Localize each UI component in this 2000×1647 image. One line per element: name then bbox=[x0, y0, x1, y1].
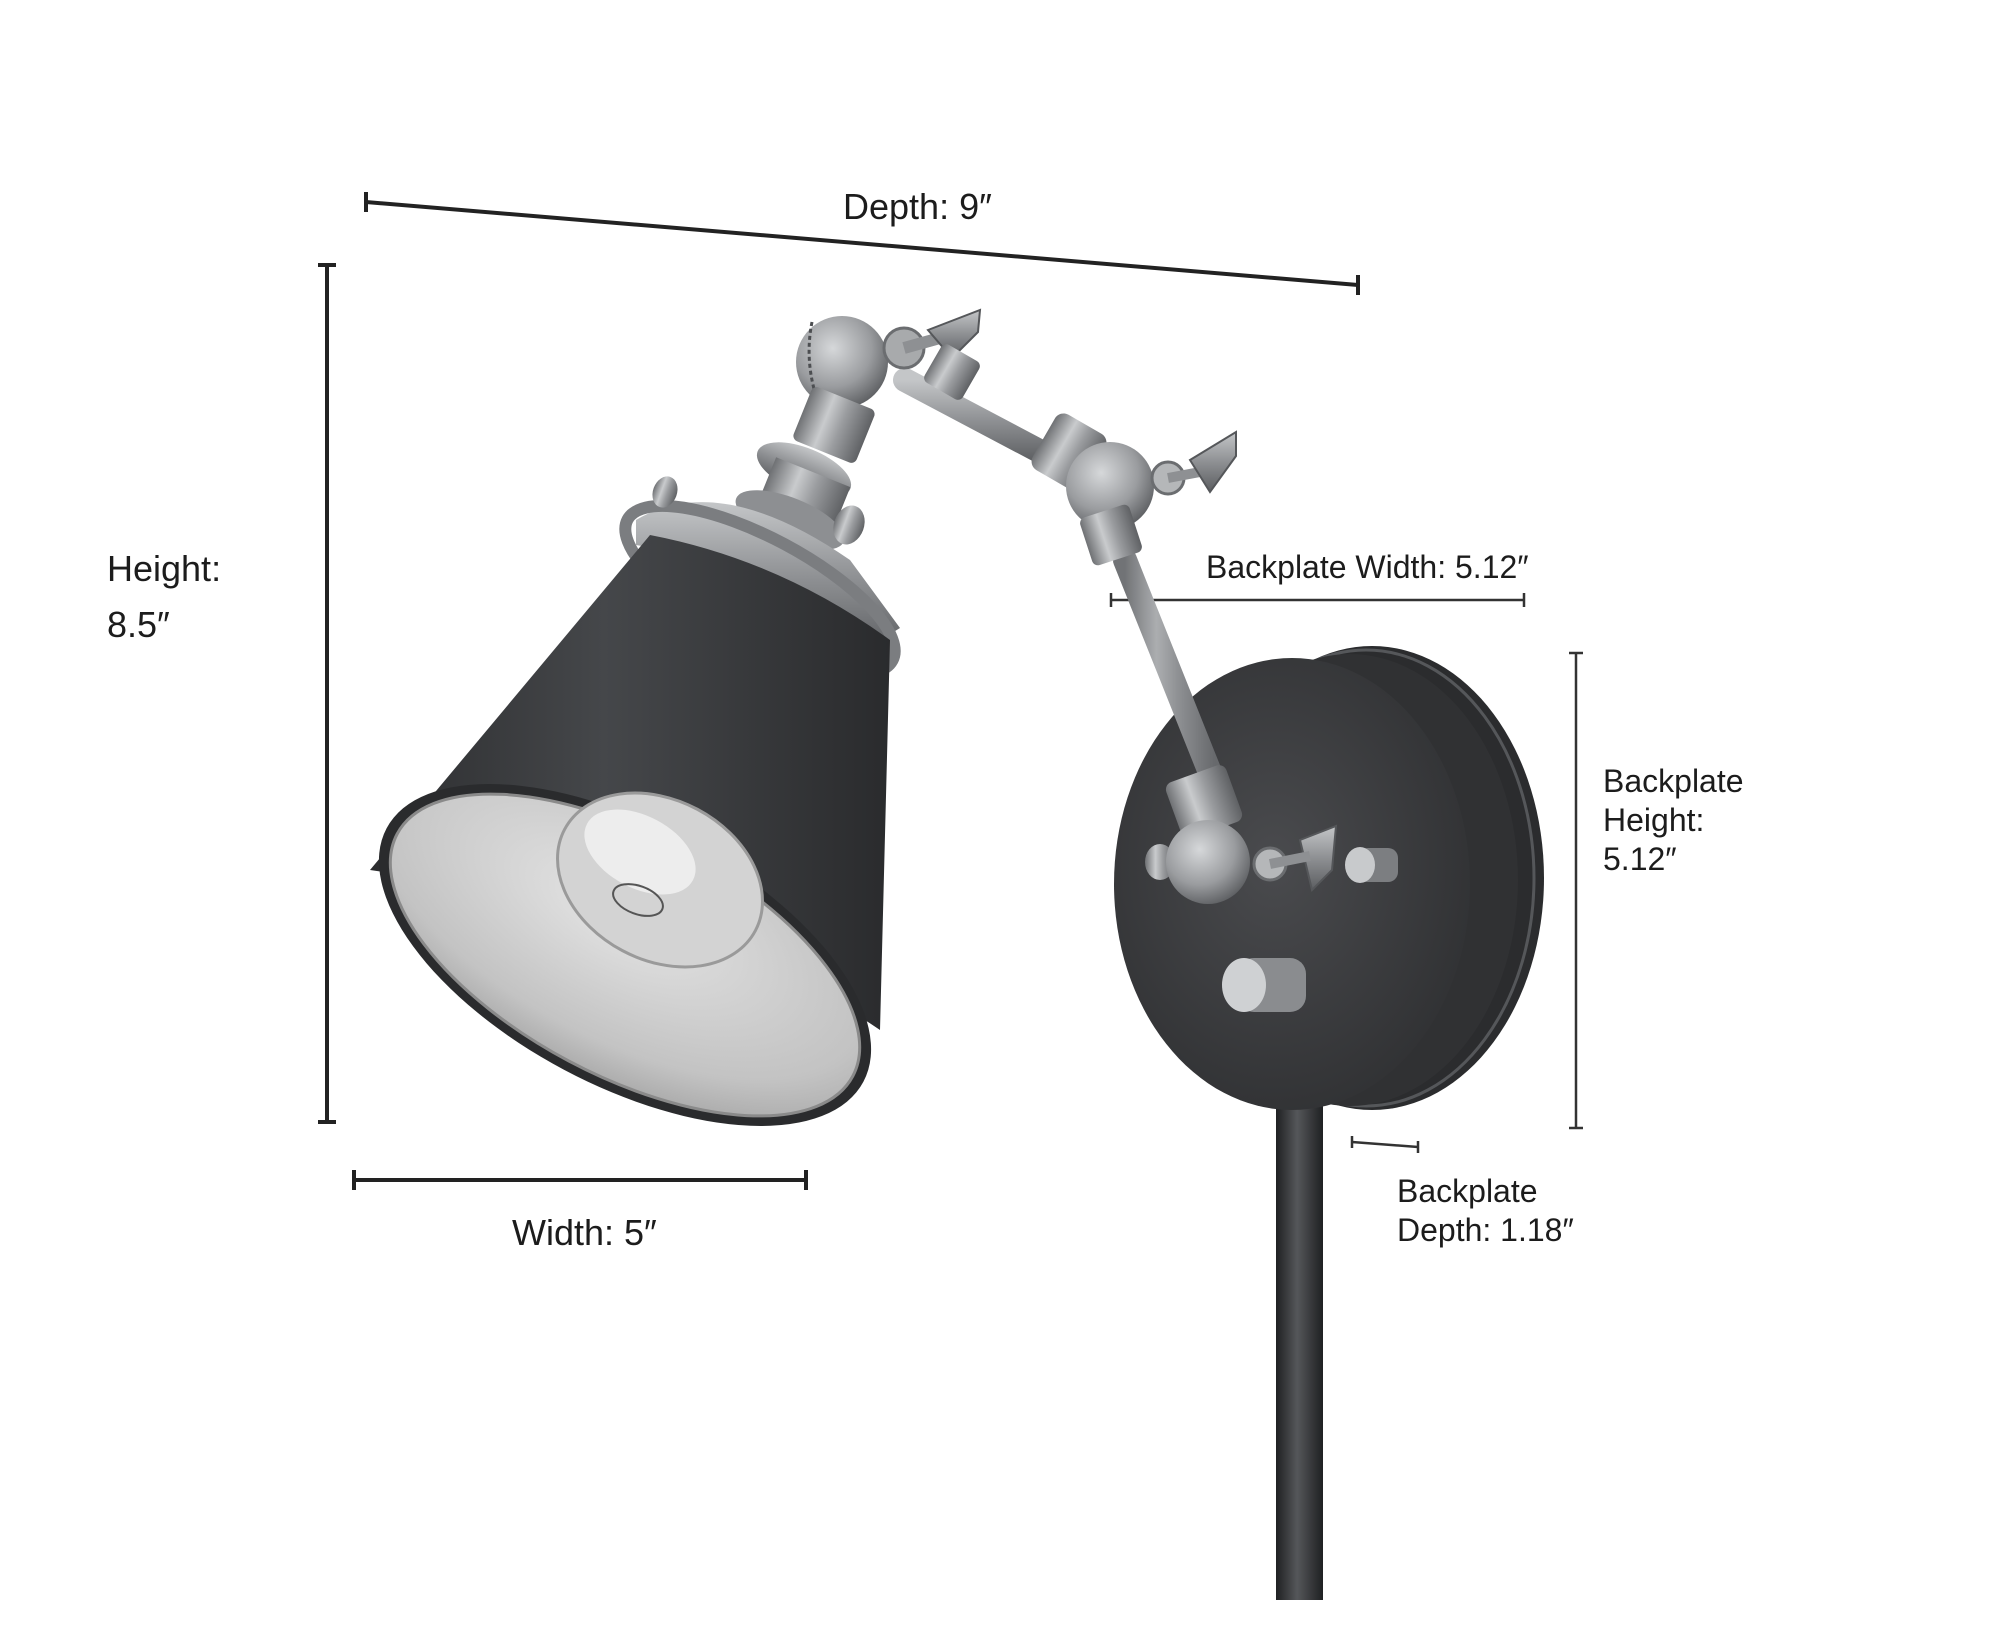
collar-screw-right bbox=[833, 505, 865, 545]
height-dimension-line bbox=[318, 263, 336, 1124]
width-label: Width: 5″ bbox=[512, 1212, 657, 1253]
backplate-depth-dimension-line bbox=[1350, 1136, 1420, 1153]
backplate-width-label: Backplate Width: 5.12″ bbox=[1206, 549, 1529, 585]
top-knuckle bbox=[796, 308, 982, 408]
backplate-height-label: Backplate Height: 5.12″ bbox=[1603, 762, 1744, 879]
height-label-value: 8.5″ bbox=[107, 604, 170, 645]
depth-label: Depth: 9″ bbox=[843, 186, 992, 227]
height-label-title: Height: bbox=[107, 548, 222, 589]
height-label: Height: 8.5″ bbox=[107, 548, 221, 645]
backplate-depth-label-line1: Backplate bbox=[1397, 1173, 1538, 1209]
backplate-width-dimension-line bbox=[1109, 593, 1526, 607]
lower-arm bbox=[1113, 548, 1338, 904]
backplate-height-dimension-line bbox=[1569, 651, 1583, 1130]
collar-screw-left bbox=[652, 476, 678, 508]
light-bulb bbox=[556, 791, 764, 969]
backplate-screw-right bbox=[1345, 847, 1398, 883]
backplate-depth-label-line2: Depth: 1.18″ bbox=[1397, 1212, 1574, 1248]
backplate-height-label-line1: Backplate bbox=[1603, 763, 1744, 799]
depth-dimension-line bbox=[364, 192, 1360, 295]
lamp-shade bbox=[370, 476, 901, 1127]
backplate-depth-label: Backplate Depth: 1.18″ bbox=[1397, 1172, 1574, 1250]
on-off-knob bbox=[1222, 958, 1306, 1012]
backplate-height-label-value: 5.12″ bbox=[1603, 841, 1677, 877]
width-dimension-line bbox=[352, 1170, 808, 1190]
backplate-height-label-line2: Height: bbox=[1603, 802, 1705, 838]
power-cord bbox=[1276, 1080, 1323, 1600]
upper-arm bbox=[893, 368, 1237, 566]
